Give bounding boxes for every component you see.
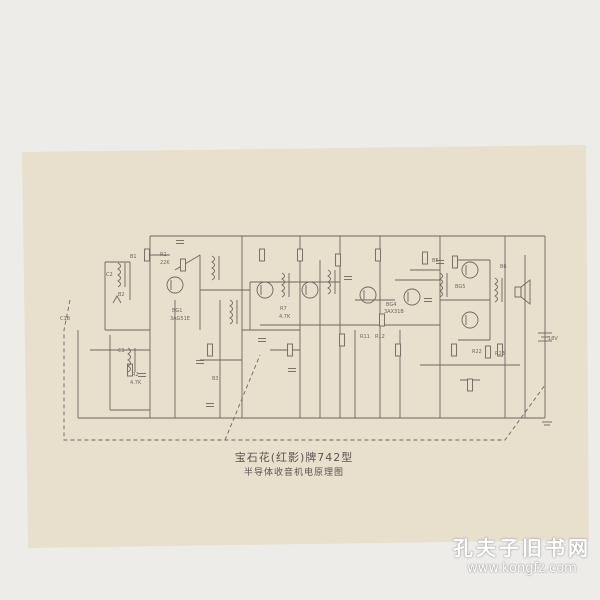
resistor-symbol — [335, 253, 341, 267]
resistor-symbol — [375, 248, 381, 262]
circuit-wires — [63, 235, 546, 441]
resistor-symbol — [207, 343, 213, 357]
watermark: 孔夫子旧书网 www.kongfz.com — [452, 532, 592, 576]
component-label-r2v: 4.7K — [130, 380, 142, 386]
diagram-title: 宝石花(红影)牌742型 — [234, 451, 354, 464]
component-label-batt: 18V — [548, 336, 558, 342]
component-label-c2: C2 — [106, 272, 113, 278]
resistor-symbol — [180, 258, 186, 272]
component-label-bg1t: 3AG51E — [170, 316, 190, 322]
component-label-b2: B2 — [118, 292, 125, 298]
paper-sheet — [22, 145, 589, 548]
resistor-symbol — [467, 378, 473, 392]
diagram-subtitle: 半导体收音机电原理图 — [243, 468, 344, 478]
component-label-bg4: BG4 — [386, 302, 396, 308]
component-label-r2: R2 — [132, 372, 139, 378]
antenna-icon — [112, 295, 122, 304]
component-label-b1: B1 — [130, 254, 137, 260]
dashed-tuning-link — [224, 354, 261, 441]
component-label-r1: R1 — [160, 252, 167, 258]
resistor-symbol — [395, 343, 401, 357]
coil-symbol — [327, 269, 331, 295]
wire — [174, 254, 201, 271]
resistor-symbol — [297, 248, 303, 262]
watermark-name: 孔夫子旧书网 — [453, 536, 591, 560]
resistor-symbol — [287, 343, 293, 357]
component-label-r12: R12 — [375, 334, 385, 340]
component-label-c1: C1 — [118, 348, 125, 354]
resistor-symbol — [451, 343, 457, 357]
component-label-b6: B6 — [500, 264, 507, 270]
transistor-symbol — [359, 286, 377, 304]
dashed-tuning-link — [63, 299, 546, 441]
component-label-b5: B5 — [432, 258, 439, 264]
component-label-r23: R23 — [495, 351, 505, 357]
component-label-r7: R7 — [280, 306, 287, 312]
transistor-symbol — [461, 311, 479, 329]
resistor-symbol — [144, 248, 150, 262]
coil-symbol — [117, 262, 121, 288]
component-label-r11: R11 — [360, 334, 370, 340]
coil-symbol — [229, 299, 233, 325]
component-label-r1v: 22K — [160, 260, 170, 266]
speaker-icon — [520, 279, 531, 305]
resistor-symbol — [452, 255, 458, 269]
coil-symbol — [281, 272, 285, 298]
transistor-symbol — [256, 281, 274, 299]
component-label-bg5: BG5 — [455, 284, 465, 290]
resistor-symbol — [379, 313, 385, 327]
resistor-symbol — [259, 248, 265, 262]
resistor-symbol — [422, 251, 428, 265]
transistor-symbol — [166, 276, 184, 294]
component-label-r7v: 4.7K — [279, 314, 291, 320]
component-label-bg1: BG1 — [172, 308, 182, 314]
resistor-symbol — [339, 333, 345, 347]
coil-symbol — [127, 347, 131, 373]
coil-symbol — [494, 277, 498, 303]
resistor-symbol — [485, 345, 491, 359]
transistor-symbol — [403, 288, 421, 306]
component-label-bg4t: 3AX31B — [384, 309, 404, 315]
component-label-b3: B3 — [212, 376, 219, 382]
circuit-components — [112, 240, 552, 426]
coil-symbol — [439, 272, 443, 298]
transistor-symbol — [301, 281, 319, 299]
resistor-symbol — [497, 343, 503, 357]
watermark-url: www.kongfz.com — [467, 561, 577, 576]
transistor-symbol — [461, 261, 479, 279]
coil-symbol — [211, 255, 215, 281]
component-label-r22: R22 — [472, 349, 482, 355]
component-label-c1b: C1B — [60, 316, 71, 322]
